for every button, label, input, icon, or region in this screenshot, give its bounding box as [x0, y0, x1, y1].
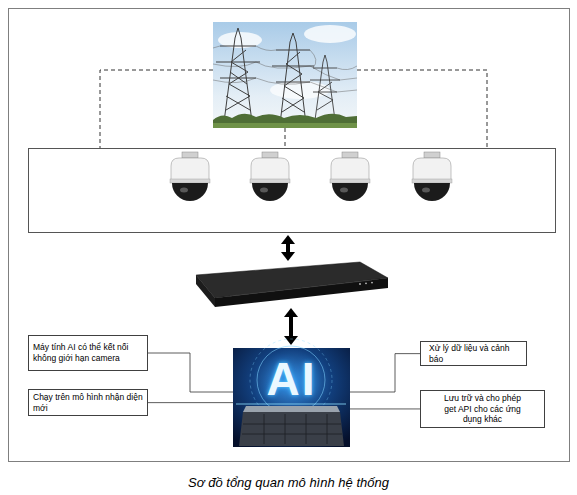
lattice-tower: [216, 28, 260, 122]
camera-housing: [331, 158, 369, 181]
camera-mount: [424, 152, 440, 158]
camera-dome: [414, 183, 450, 201]
camera-housing: [251, 158, 289, 181]
ptz-camera: [412, 152, 452, 201]
callout-text: Chạy trên mô hình nhận diện mới: [33, 392, 143, 413]
arrow-head: [281, 235, 295, 244]
arrow-shaft: [286, 243, 290, 253]
camera-mount: [342, 152, 358, 158]
photo-treeline: [213, 114, 357, 128]
camera-mount: [182, 152, 198, 158]
camera-mount: [262, 152, 278, 158]
callout-text: Lưu trữ và cho phép get API cho các ứng …: [437, 393, 528, 425]
camera-housing: [413, 158, 451, 181]
camera-dome: [172, 183, 208, 201]
nvr-led: [359, 283, 361, 285]
camera-ring: [330, 179, 370, 183]
server-backdrop: [233, 348, 350, 447]
photo-cloud: [304, 25, 356, 43]
camera-dome: [332, 183, 368, 201]
lattice-tower: [272, 33, 314, 124]
leader-line: [350, 408, 420, 409]
dashed-link: [100, 70, 487, 148]
dome-highlight: [260, 188, 268, 193]
arrow-head: [281, 252, 295, 261]
ptz-camera: [330, 152, 370, 201]
figure-caption: Sơ đồ tổng quan mô hình hệ thống: [0, 475, 577, 490]
nvr-side: [196, 275, 215, 307]
ai-server-image: [233, 339, 350, 447]
dome-highlight: [340, 188, 348, 193]
arrow-shaft: [289, 316, 293, 337]
callout-box: Xử lý dữ liệu và cảnh báo: [420, 341, 527, 366]
leader-line: [148, 402, 233, 403]
camera-ring: [170, 179, 210, 183]
callout-text: Xử lý dữ liệu và cảnh báo: [429, 343, 518, 364]
nvr-front: [215, 278, 388, 307]
server-top: [243, 406, 340, 412]
arrow-head: [284, 336, 298, 345]
ai-server: AI: [233, 348, 350, 447]
callout-box: Lưu trữ và cho phép get API cho các ứng …: [420, 390, 545, 428]
callout-box: Máy tính AI có thể kết nối không giới hạ…: [28, 335, 148, 371]
nvr-edge: [230, 280, 372, 296]
outer-frame: [9, 9, 570, 462]
dome-highlight: [180, 188, 188, 193]
leader-line: [148, 353, 233, 392]
callout-box: Chạy trên mô hình nhận diện mới: [28, 389, 148, 416]
camera-band: [29, 149, 556, 233]
photo-sky: [213, 22, 357, 128]
camera-ring: [412, 179, 452, 183]
server-label: AI: [233, 354, 350, 404]
camera-housing: [171, 158, 209, 181]
ptz-camera: [170, 152, 210, 201]
callout-text: Máy tính AI có thể kết nối không giới hạ…: [33, 342, 143, 363]
double-arrow: [281, 235, 295, 261]
nvr-led: [365, 282, 367, 284]
dome-highlight: [422, 188, 430, 193]
tower-photo: [213, 22, 357, 128]
lattice-tower: [310, 55, 340, 120]
leader-line: [350, 354, 420, 392]
server-front: [239, 412, 344, 446]
drive-bays: [242, 414, 342, 444]
arrow-head: [284, 308, 298, 317]
photo-ground: [213, 123, 357, 128]
camera-dome: [252, 183, 288, 201]
ptz-camera: [250, 152, 290, 201]
nvr-recorder: [196, 262, 388, 307]
camera-ring: [250, 179, 290, 183]
nvr-led: [371, 282, 373, 284]
